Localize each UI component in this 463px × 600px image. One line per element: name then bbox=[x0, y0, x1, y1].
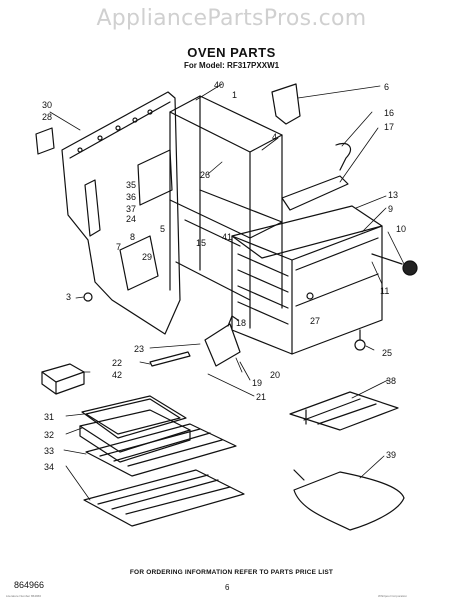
broiler-pan-drawing bbox=[79, 395, 191, 463]
callout-3: 3 bbox=[66, 292, 71, 302]
callout-27: 27 bbox=[310, 316, 320, 326]
bake-element-drawing bbox=[293, 469, 405, 531]
foot-screw-drawing bbox=[83, 292, 93, 302]
page-title: OVEN PARTS bbox=[187, 45, 276, 60]
callout-5: 5 bbox=[160, 224, 165, 234]
switch-assembly-drawing bbox=[204, 315, 241, 367]
page-number: 6 bbox=[225, 583, 230, 592]
callout-31: 31 bbox=[44, 412, 54, 422]
callout-16: 16 bbox=[384, 108, 394, 118]
fine-print-left: Literature Number 864966 bbox=[6, 594, 42, 598]
callout-32: 32 bbox=[44, 430, 54, 440]
callout-33: 33 bbox=[44, 446, 54, 456]
callout-36: 36 bbox=[126, 192, 136, 202]
callout-10: 10 bbox=[396, 224, 406, 234]
callout-28: 28 bbox=[42, 112, 52, 122]
callout-41: 41 bbox=[222, 232, 232, 242]
oven-liner-drawing bbox=[231, 205, 383, 355]
document-number: 864966 bbox=[14, 580, 45, 590]
callout-22: 22 bbox=[112, 358, 122, 368]
callout-23: 23 bbox=[134, 344, 144, 354]
ordering-instructions: FOR ORDERING INFORMATION REFER TO PARTS … bbox=[129, 569, 334, 576]
terminal-block-drawing bbox=[35, 127, 55, 155]
callout-24: 24 bbox=[126, 214, 136, 224]
oven-frame-drawing bbox=[169, 95, 283, 329]
callout-34: 34 bbox=[44, 462, 54, 472]
callout-19: 19 bbox=[252, 378, 262, 388]
callout-38: 38 bbox=[386, 376, 396, 386]
leader-lines bbox=[49, 83, 405, 501]
bracket-drawing bbox=[271, 83, 301, 125]
leveling-leg-drawing bbox=[354, 329, 366, 351]
watermark-text: AppliancePartsPros.com bbox=[96, 6, 367, 31]
callout-37: 37 bbox=[126, 204, 136, 214]
callout-7: 7 bbox=[116, 242, 121, 252]
back-panel-drawing bbox=[61, 91, 181, 335]
callout-labels: 30 28 40 1 6 16 17 4 26 35 36 37 24 8 5 … bbox=[42, 80, 406, 472]
callout-40: 40 bbox=[214, 80, 224, 90]
callout-1: 1 bbox=[232, 90, 237, 100]
callout-18: 18 bbox=[236, 318, 246, 328]
callout-29: 29 bbox=[142, 252, 152, 262]
callout-6: 6 bbox=[384, 82, 389, 92]
callout-8: 8 bbox=[130, 232, 135, 242]
callout-13: 13 bbox=[388, 190, 398, 200]
callout-39: 39 bbox=[386, 450, 396, 460]
callout-20: 20 bbox=[270, 370, 280, 380]
callout-15: 15 bbox=[196, 238, 206, 248]
oven-racks-drawing bbox=[83, 423, 245, 527]
callout-25: 25 bbox=[382, 348, 392, 358]
callout-9: 9 bbox=[388, 204, 393, 214]
callout-21: 21 bbox=[256, 392, 266, 402]
callout-30: 30 bbox=[42, 100, 52, 110]
callout-4: 4 bbox=[272, 132, 277, 142]
callout-11: 11 bbox=[380, 286, 389, 296]
callout-42: 42 bbox=[112, 370, 122, 380]
model-subtitle: For Model: RF317PXXW1 bbox=[183, 61, 280, 70]
control-box-drawing bbox=[41, 363, 85, 395]
broil-element-drawing bbox=[289, 391, 399, 431]
callout-17: 17 bbox=[384, 122, 394, 132]
vent-hood-drawing bbox=[281, 142, 351, 211]
callout-35: 35 bbox=[126, 180, 136, 190]
callout-26: 26 bbox=[200, 170, 210, 180]
knob-drawing bbox=[371, 253, 418, 276]
igniter-drawing bbox=[149, 351, 191, 367]
fine-print-right: Whirlpool Corporation bbox=[378, 594, 408, 598]
